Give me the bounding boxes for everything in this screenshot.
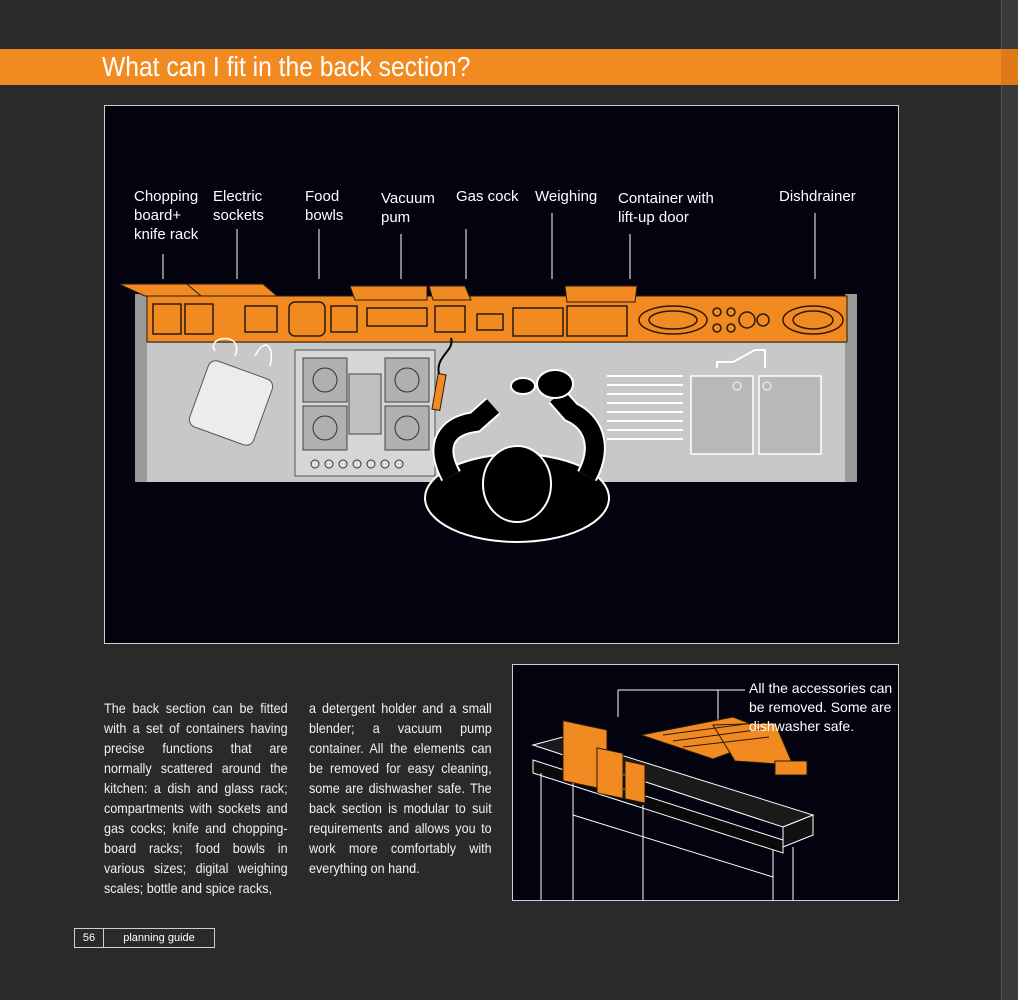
- page-edge: [1001, 0, 1018, 1000]
- page-number: 56: [75, 929, 104, 947]
- kitchen-drawing: [118, 213, 857, 543]
- body-text-column-2: a detergent holder and a small blender; …: [309, 700, 492, 876]
- inset-caption: All the accessories can be removed. Some…: [749, 680, 893, 734]
- label-vacuum-pump: Vacuum pum: [381, 190, 435, 226]
- label-gas-cock: Gas cock: [456, 188, 519, 205]
- label-food-bowls: Food bowls: [305, 188, 344, 224]
- body-text-column-1: The back section can be fitted with a se…: [104, 700, 288, 896]
- label-weighing: Weighing: [535, 188, 598, 205]
- page-footer: 56 planning guide: [74, 928, 215, 948]
- label-electric-sockets: Electric sockets: [213, 188, 264, 224]
- kitchen-illustration-panel: Chopping board+ knife rack Electric sock…: [104, 105, 899, 644]
- accessories-drawing: [531, 689, 815, 900]
- label-container: Container with lift-up door: [618, 190, 714, 226]
- guide-label: planning guide: [123, 932, 195, 944]
- page-title: What can I fit in the back section?: [102, 51, 471, 82]
- label-dishdrainer: Dishdrainer: [779, 188, 856, 205]
- title-bar: What can I fit in the back section?: [0, 49, 1018, 85]
- accessories-illustration-panel: All the accessories can be removed. Some…: [512, 664, 899, 901]
- label-chopping-board: Chopping board+ knife rack: [134, 188, 199, 243]
